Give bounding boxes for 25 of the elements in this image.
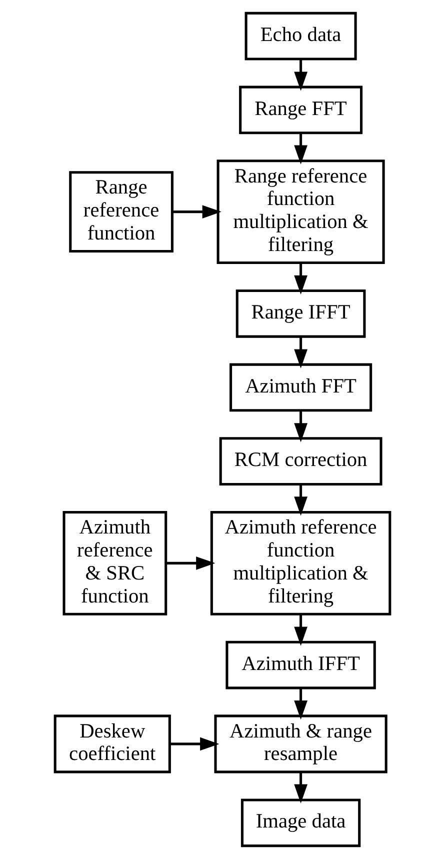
node-box: Range reference function: [69, 171, 174, 253]
node-box: Deskew coefficient: [54, 714, 171, 774]
arrow: [294, 772, 308, 804]
node-box: RCM correction: [219, 437, 382, 486]
node-box: Azimuth reference & SRC function: [62, 510, 168, 616]
node-box: Image data: [240, 798, 361, 848]
node-box: Azimuth reference function multiplication & filtering: [210, 510, 392, 616]
arrow: [294, 263, 308, 294]
arrow: [294, 614, 308, 646]
node-box: Azimuth FFT: [230, 363, 372, 412]
node-box: Azimuth & range resample: [214, 714, 388, 774]
arrow: [294, 59, 308, 91]
arrow: [172, 205, 222, 218]
arrow: [294, 410, 308, 442]
node-box: Range reference function multiplication & filtering: [216, 160, 385, 264]
node-box: Range FFT: [239, 86, 363, 134]
arrow: [294, 336, 308, 368]
arrow: [294, 484, 308, 516]
arrow: [170, 737, 220, 751]
arrow: [294, 133, 308, 164]
node-box: Azimuth IFFT: [226, 640, 376, 690]
node-box: Range IFFT: [236, 289, 366, 338]
node-box: Echo data: [244, 12, 357, 60]
arrow: [166, 556, 216, 570]
arrow: [294, 688, 308, 720]
